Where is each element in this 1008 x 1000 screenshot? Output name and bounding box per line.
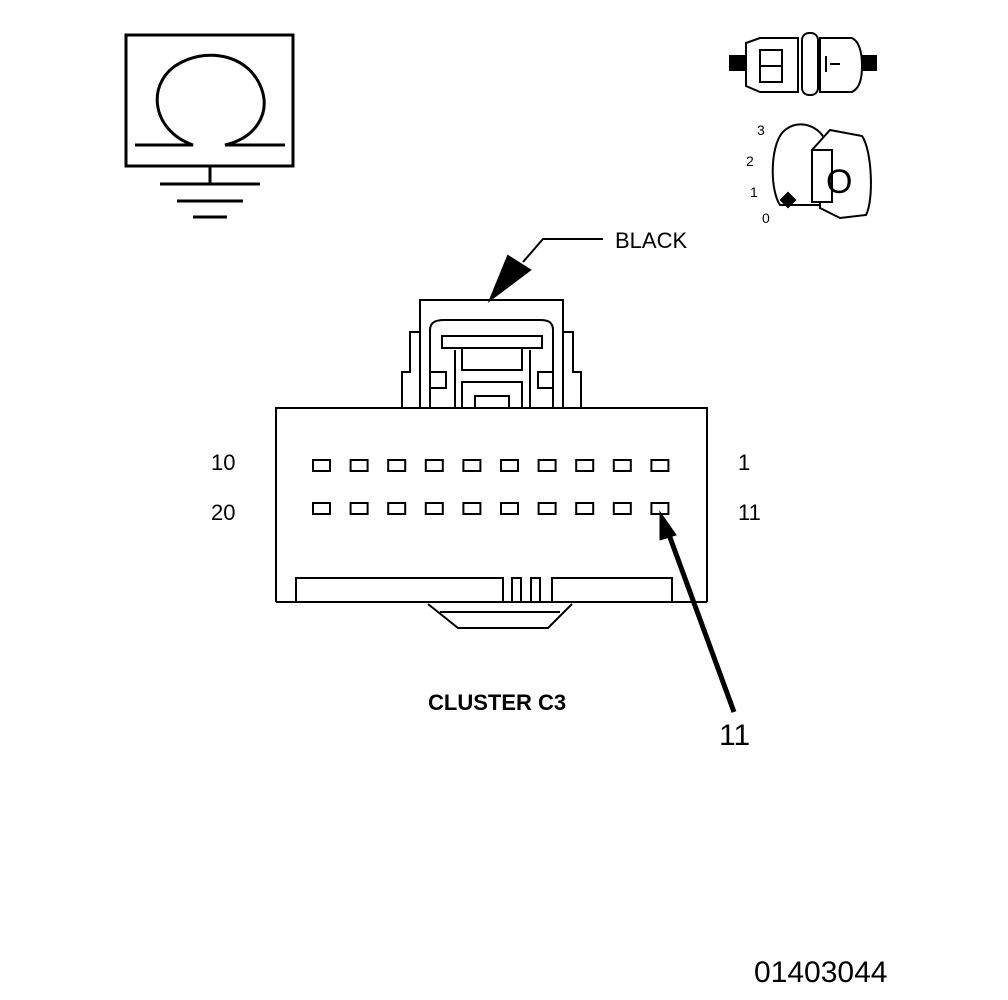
color-callout-arrow — [487, 238, 603, 303]
row1-left-label: 10 — [211, 450, 235, 475]
color-callout-label: BLACK — [615, 228, 687, 253]
row2-left-label: 20 — [211, 500, 235, 525]
pin-cavity-9 — [349, 459, 369, 472]
pin-callout-label: 11 — [719, 719, 750, 752]
row2-right-label: 11 — [738, 500, 761, 525]
figure-id: 01403044 — [754, 956, 887, 989]
pin-cavity-7 — [424, 459, 444, 472]
pin-cavity-6 — [462, 459, 482, 472]
pin-cavity-8 — [387, 459, 407, 472]
disconnect-connector-icon — [729, 32, 877, 96]
connector-name: CLUSTER C3 — [428, 690, 566, 715]
pin-cavity-2 — [612, 459, 632, 472]
pin-cavity-13 — [575, 502, 595, 515]
pin-callout-arrow — [659, 510, 737, 713]
pin-cavity-17 — [424, 502, 444, 515]
pin-cavity-12 — [612, 502, 632, 515]
pin-cavity-5 — [500, 459, 519, 472]
pin-cavity-14 — [537, 502, 557, 515]
ignition-switch-icon — [771, 123, 872, 220]
pin-cavity-4 — [537, 459, 557, 472]
pin-cavity-18 — [387, 502, 407, 515]
ohmmeter-icon — [124, 33, 295, 168]
row1-right-label: 1 — [738, 450, 750, 475]
ignition-position-1: 1 — [750, 184, 758, 200]
pin-cavity-20 — [312, 502, 331, 515]
pin-cavities — [312, 459, 670, 515]
pin-cavity-3 — [575, 459, 595, 472]
pin-cavity-16 — [462, 502, 482, 515]
pin-cavity-10 — [312, 459, 331, 472]
ignition-key-label: O — [826, 163, 852, 201]
ground-icon — [160, 166, 260, 219]
pin-cavity-19 — [349, 502, 369, 515]
ignition-position-3: 3 — [757, 122, 765, 138]
connector-housing — [275, 299, 708, 629]
ignition-position-2: 2 — [746, 153, 754, 169]
pin-cavity-15 — [500, 502, 519, 515]
ignition-position-0: 0 — [762, 210, 770, 226]
pin-cavity-1 — [650, 459, 670, 472]
